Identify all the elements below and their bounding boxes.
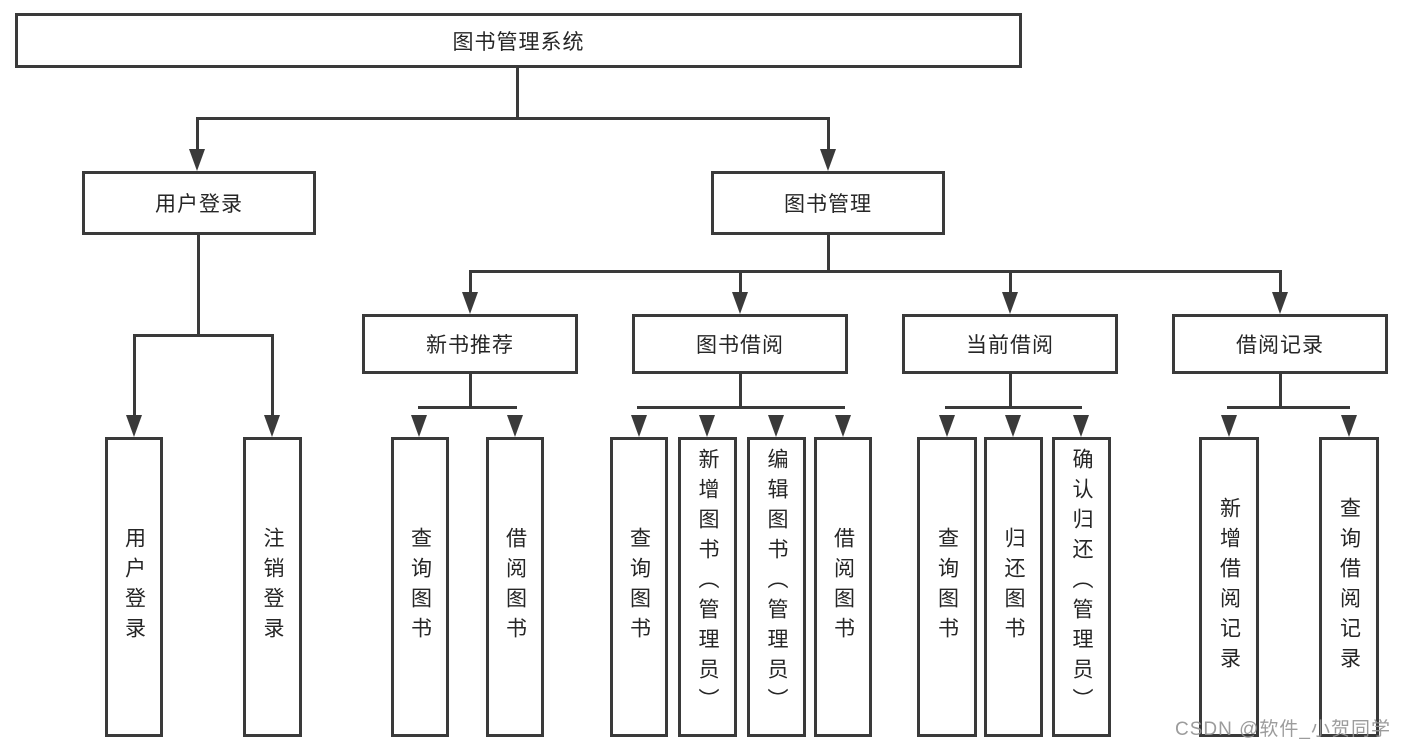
arrow-into-cb-return bbox=[1005, 415, 1021, 437]
arrow-into-nb-query bbox=[411, 415, 427, 437]
csdn-watermark: CSDN @软件_小贺同学 bbox=[1175, 719, 1391, 740]
arrow-into-user-login bbox=[189, 149, 205, 171]
connector-root-bus bbox=[196, 117, 830, 120]
node-book-borrow-label: 图书借阅 bbox=[696, 334, 784, 357]
connector-l3-2-drop bbox=[739, 270, 742, 293]
leaf-logout: 注销登录 bbox=[243, 437, 302, 737]
leaf-bb-query-books: 查询图书 bbox=[610, 437, 668, 737]
connector-user-login-bus bbox=[133, 334, 274, 337]
connector-book-mgmt-stem bbox=[827, 235, 830, 272]
leaf-bb-query-books-label: 查询图书 bbox=[627, 527, 651, 647]
node-book-mgmt-label: 图书管理 bbox=[784, 193, 872, 216]
leaf-nb-query-books-label: 查询图书 bbox=[408, 527, 432, 647]
leaf-cb-return-books: 归还图书 bbox=[984, 437, 1043, 737]
connector-borrow-records-stem bbox=[1279, 374, 1282, 409]
leaf-cb-confirm-return-admin: 确认归还（管理员） bbox=[1052, 437, 1111, 737]
arrow-into-bb-edit bbox=[768, 415, 784, 437]
node-book-mgmt: 图书管理 bbox=[711, 171, 945, 235]
connector-new-books-bus bbox=[418, 406, 517, 409]
leaf-user-login-label: 用户登录 bbox=[122, 527, 146, 647]
arrow-into-br-query bbox=[1341, 415, 1357, 437]
arrow-into-current-borrow bbox=[1002, 292, 1018, 314]
node-new-books: 新书推荐 bbox=[362, 314, 578, 374]
connector-book-mgmt-drop bbox=[827, 117, 830, 151]
node-root-label: 图书管理系统 bbox=[452, 30, 585, 54]
leaf-nb-borrow-books: 借阅图书 bbox=[486, 437, 544, 737]
connector-leaf1-drop bbox=[133, 334, 136, 416]
connector-leaf2-drop bbox=[271, 334, 274, 416]
arrow-into-br-add bbox=[1221, 415, 1237, 437]
leaf-cb-confirm-return-admin-label: 确认归还（管理员） bbox=[1070, 448, 1093, 718]
connector-book-borrow-stem bbox=[739, 374, 742, 409]
leaf-br-add-record-label: 新增借阅记录 bbox=[1217, 497, 1241, 677]
connector-borrow-records-bus bbox=[1227, 406, 1350, 409]
leaf-cb-return-books-label: 归还图书 bbox=[1002, 527, 1025, 647]
leaf-bb-add-books-admin: 新增图书（管理员） bbox=[678, 437, 737, 737]
node-borrow-records: 借阅记录 bbox=[1172, 314, 1388, 374]
leaf-bb-edit-books-admin: 编辑图书（管理员） bbox=[747, 437, 806, 737]
node-current-borrow-label: 当前借阅 bbox=[966, 334, 1054, 357]
node-borrow-records-label: 借阅记录 bbox=[1236, 334, 1324, 357]
arrow-into-leaf-logout bbox=[264, 415, 280, 437]
connector-root-stem bbox=[516, 68, 519, 119]
leaf-bb-add-books-admin-label: 新增图书（管理员） bbox=[696, 448, 719, 718]
connector-l3-3-drop bbox=[1009, 270, 1012, 293]
node-user-login-label: 用户登录 bbox=[155, 193, 243, 216]
node-root: 图书管理系统 bbox=[15, 13, 1022, 68]
node-new-books-label: 新书推荐 bbox=[426, 334, 514, 357]
arrow-into-borrow-records bbox=[1272, 292, 1288, 314]
node-book-borrow: 图书借阅 bbox=[632, 314, 848, 374]
connector-book-mgmt-bus bbox=[469, 270, 1282, 273]
leaf-br-add-record: 新增借阅记录 bbox=[1199, 437, 1259, 737]
connector-book-borrow-bus bbox=[637, 406, 845, 409]
leaf-cb-query-books: 查询图书 bbox=[917, 437, 977, 737]
connector-user-login-stem bbox=[197, 235, 200, 337]
leaf-nb-borrow-books-label: 借阅图书 bbox=[503, 527, 527, 647]
node-user-login: 用户登录 bbox=[82, 171, 316, 235]
connector-user-login-drop bbox=[196, 117, 199, 151]
arrow-into-cb-confirm bbox=[1073, 415, 1089, 437]
leaf-logout-label: 注销登录 bbox=[261, 527, 284, 647]
leaf-nb-query-books: 查询图书 bbox=[391, 437, 449, 737]
connector-l3-1-drop bbox=[469, 270, 472, 293]
arrow-into-bb-borrow bbox=[835, 415, 851, 437]
connector-new-books-stem bbox=[469, 374, 472, 409]
arrow-into-new-books bbox=[462, 292, 478, 314]
node-current-borrow: 当前借阅 bbox=[902, 314, 1118, 374]
leaf-user-login: 用户登录 bbox=[105, 437, 163, 737]
connector-l3-4-drop bbox=[1279, 270, 1282, 293]
leaf-bb-borrow-books: 借阅图书 bbox=[814, 437, 872, 737]
leaf-br-query-record: 查询借阅记录 bbox=[1319, 437, 1379, 737]
arrow-into-book-mgmt bbox=[820, 149, 836, 171]
connector-current-borrow-stem bbox=[1009, 374, 1012, 409]
leaf-bb-borrow-books-label: 借阅图书 bbox=[831, 527, 855, 647]
arrow-into-book-borrow bbox=[732, 292, 748, 314]
arrow-into-bb-query bbox=[631, 415, 647, 437]
arrow-into-leaf-login bbox=[126, 415, 142, 437]
arrow-into-nb-borrow bbox=[507, 415, 523, 437]
arrow-into-bb-add bbox=[699, 415, 715, 437]
leaf-br-query-record-label: 查询借阅记录 bbox=[1337, 497, 1361, 677]
leaf-bb-edit-books-admin-label: 编辑图书（管理员） bbox=[765, 448, 788, 718]
arrow-into-cb-query bbox=[939, 415, 955, 437]
connector-current-borrow-bus bbox=[945, 406, 1082, 409]
leaf-cb-query-books-label: 查询图书 bbox=[935, 527, 959, 647]
